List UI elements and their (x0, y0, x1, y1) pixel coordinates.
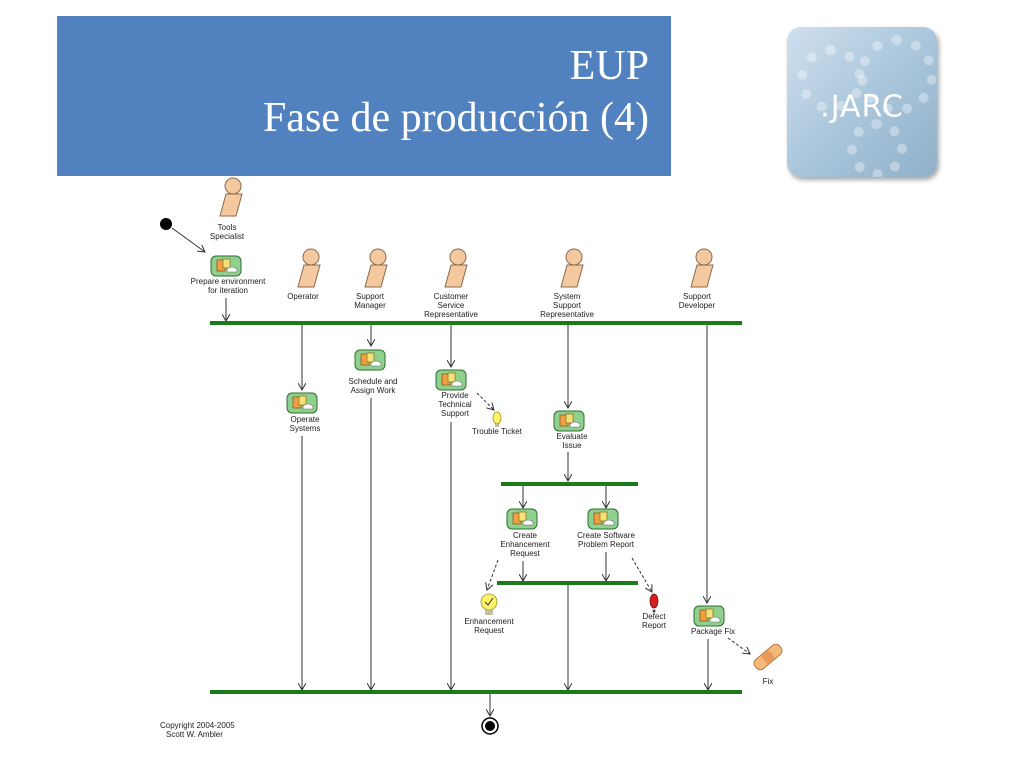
copyright-line-2: Scott W. Ambler (166, 730, 223, 739)
logo-text: .JARC (820, 89, 904, 125)
artifact-enhancement-request-line-1: Enhancement (464, 617, 514, 626)
actor-system-support (560, 248, 584, 288)
role-tools-specialist-line-2: Specialist (210, 232, 245, 241)
artifact-enhancement-request-line-2: Request (474, 626, 505, 635)
actor-tools-specialist (219, 177, 243, 217)
artifact-defect-report-line-2: Report (642, 621, 667, 630)
slide-title-line-1: EUP (569, 43, 649, 89)
activity-evaluate-issue-line-2: Issue (562, 441, 582, 450)
activity-package-fix (693, 605, 725, 627)
activity-prepare-environment-line-2: for iteration (208, 286, 248, 295)
bandage-icon-fix (753, 643, 783, 671)
activity-create-problem-report-line-1: Create Software (577, 531, 635, 540)
activity-create-problem-report-line-2: Problem Report (578, 540, 635, 549)
lightbulb-icon-enhancement-request (480, 593, 498, 615)
activity-schedule-work-line-1: Schedule and (349, 377, 398, 386)
jarc-logo: .JARC (787, 27, 937, 177)
fork-bar-top (210, 321, 742, 325)
slide-title-line-2: Fase de producción (4) (262, 95, 649, 141)
role-system-support-line-1: System (554, 292, 581, 301)
role-system-support-line-2: Support (553, 301, 582, 310)
slide-title-box: EUP Fase de producción (4) (57, 16, 671, 176)
activity-create-enhancement-line-1: Create (513, 531, 538, 540)
activity-provide-support (435, 369, 467, 391)
copyright-line-1: Copyright 2004-2005 (160, 721, 235, 730)
artifact-fix: Fix (763, 677, 774, 686)
role-support-developer-line-1: Support (683, 292, 712, 301)
fork-bar-middle (501, 482, 638, 486)
activity-schedule-work (354, 349, 386, 371)
activity-provide-support-line-1: Provide (441, 391, 469, 400)
activity-create-enhancement-line-3: Request (510, 549, 541, 558)
activity-operate-systems-line-2: Systems (290, 424, 321, 433)
activity-create-enhancement (506, 508, 538, 530)
role-tools-specialist-line-1: Tools (218, 223, 237, 232)
actor-support-manager (364, 248, 388, 288)
activity-package-fix: Package Fix (691, 627, 735, 636)
role-customer-service-line-3: Representative (424, 310, 478, 319)
activity-provide-support-line-2: Technical (438, 400, 472, 409)
activity-create-problem-report (587, 508, 619, 530)
activity-operate-systems-line-1: Operate (291, 415, 320, 424)
role-customer-service-line-1: Customer (434, 292, 469, 301)
activity-operate-systems (286, 392, 318, 414)
artifact-trouble-ticket: Trouble Ticket (472, 427, 523, 436)
activity-evaluate-issue-line-1: Evaluate (556, 432, 588, 441)
actor-operator (297, 248, 321, 288)
activity-schedule-work-line-2: Assign Work (351, 386, 397, 395)
role-system-support-line-3: Representative (540, 310, 594, 319)
defect-icon (649, 593, 659, 613)
artifact-defect-report-line-1: Defect (642, 612, 666, 621)
role-operator: Operator (287, 292, 319, 301)
join-bar-bottom (210, 690, 742, 694)
activity-create-enhancement-line-2: Enhancement (500, 540, 550, 549)
activity-prepare-environment (210, 255, 242, 277)
activity-evaluate-issue (553, 410, 585, 432)
role-support-manager-line-1: Support (356, 292, 385, 301)
final-node (481, 717, 499, 735)
actor-support-developer (690, 248, 714, 288)
role-support-developer-line-2: Developer (679, 301, 716, 310)
role-customer-service-line-2: Service (438, 301, 465, 310)
activity-provide-support-line-3: Support (441, 409, 470, 418)
activity-prepare-environment-line-1: Prepare environment (191, 277, 266, 286)
role-support-manager-line-2: Manager (354, 301, 386, 310)
lightbulb-icon-trouble-ticket (492, 411, 502, 427)
join-bar-middle (497, 581, 638, 585)
actor-customer-service (444, 248, 468, 288)
initial-node (160, 218, 172, 230)
